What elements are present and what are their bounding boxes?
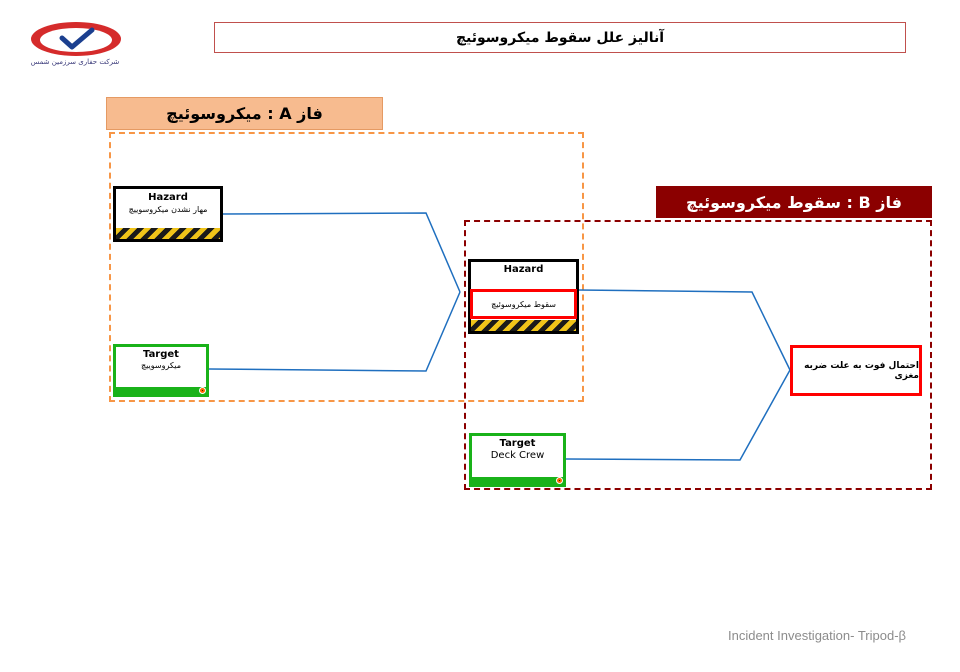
hazard-stripes <box>116 228 220 239</box>
phase-b-hazard-title: Hazard <box>503 264 544 275</box>
target-bar <box>116 387 206 394</box>
phase-a-target-box: Target میکروسوییچ <box>113 344 209 397</box>
target-ring-icon <box>199 387 206 394</box>
phase-b-target-title: Target <box>499 438 536 449</box>
phase-b-frame <box>464 220 932 490</box>
phase-a-hazard-subtitle: مهار نشدن میکروسوییچ <box>128 205 208 214</box>
phase-a-frame <box>109 132 584 402</box>
phase-b-target-box: Target Deck Crew <box>469 433 566 487</box>
hazard-stripes <box>471 320 576 331</box>
logo-caption: شرکت حفاری سرزمین شمس <box>30 58 120 66</box>
target-bar <box>472 477 563 484</box>
outcome-box: احتمال فوت به علت ضربه مغزی <box>790 345 922 396</box>
phase-a-label: فاز A : میکروسوئیچ <box>106 97 383 130</box>
company-logo-icon <box>31 22 121 56</box>
page-title: آنالیز علل سقوط میکروسوئیچ <box>214 22 906 53</box>
phase-a-target-title: Target <box>143 349 179 360</box>
phase-a-hazard-box: Hazard مهار نشدن میکروسوییچ <box>113 186 223 242</box>
phase-b-target-subtitle: Deck Crew <box>490 450 545 461</box>
phase-a-hazard-title: Hazard <box>148 192 188 203</box>
footer-text: Incident Investigation- Tripod-β <box>727 628 906 643</box>
phase-b-label: فاز B : سقوط میکروسوئیچ <box>656 186 932 218</box>
phase-a-target-subtitle: میکروسوییچ <box>140 361 182 370</box>
phase-b-hazard-event: سقوط میکروسوئیچ <box>470 289 577 319</box>
target-ring-icon <box>556 477 563 484</box>
